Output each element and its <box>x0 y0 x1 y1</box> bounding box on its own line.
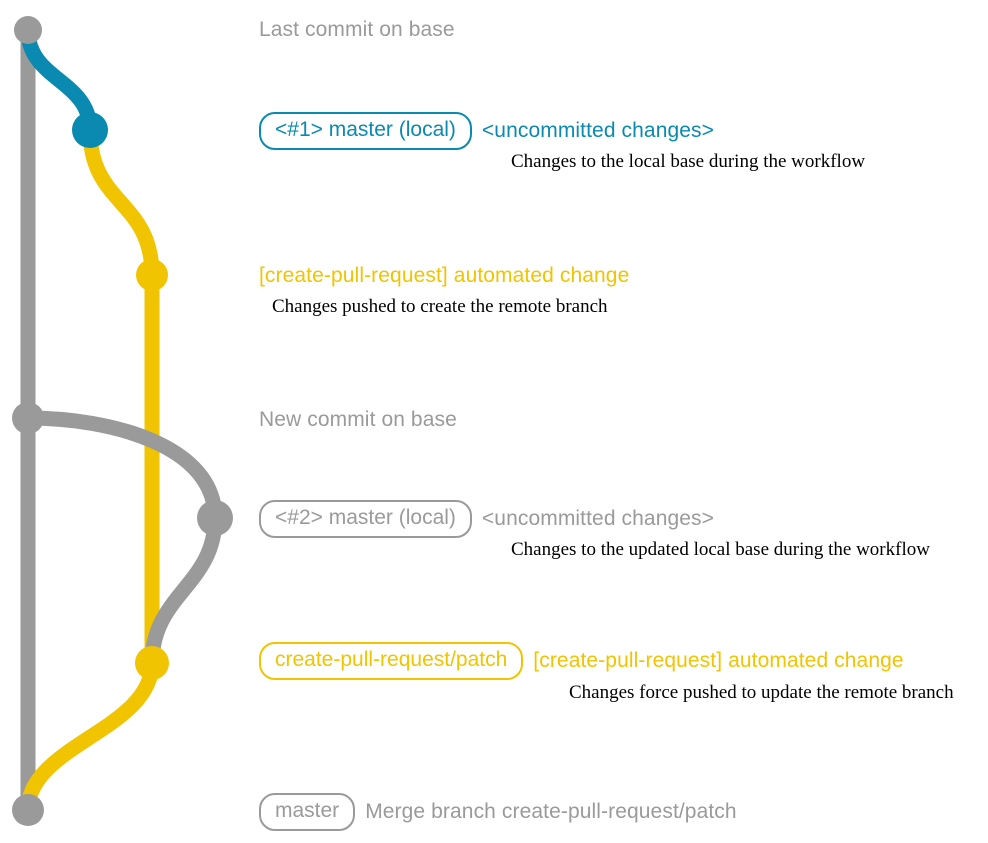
branch-badge-master[interactable]: master <box>259 793 356 831</box>
entry-automated-change-2: create-pull-request/patch [create-pull-r… <box>259 642 904 680</box>
commit-node-local-1 <box>72 112 108 148</box>
entry-uncommitted-changes-1: <#1> master (local) <uncommitted changes… <box>259 112 714 150</box>
commit-label-uncommitted-changes-2: <uncommitted changes> <box>481 507 714 530</box>
commit-label-last-commit-on-base: Last commit on base <box>259 18 455 41</box>
commit-description-automated-change-1: Changes pushed to create the remote bran… <box>272 296 608 317</box>
commit-label-uncommitted-changes-1: <uncommitted changes> <box>481 119 714 142</box>
commit-node-remote-update <box>135 646 169 680</box>
commit-label-new-commit-on-base: New commit on base <box>259 408 457 431</box>
commit-description-uncommitted-changes-1: Changes to the local base during the wor… <box>511 151 866 172</box>
commit-node-base-new <box>12 402 44 434</box>
branch-badge-master-local-2[interactable]: <#2> master (local) <box>259 500 472 538</box>
commit-label-automated-change-1: [create-pull-request] automated change <box>259 264 630 287</box>
entry-merge-branch: master Merge branch create-pull-request/… <box>259 793 737 831</box>
branch-badge-create-pull-request-patch[interactable]: create-pull-request/patch <box>259 642 524 680</box>
commit-description-uncommitted-changes-2: Changes to the updated local base during… <box>511 539 930 560</box>
commit-node-base-last <box>14 16 42 44</box>
commit-label-merge-branch: Merge branch create-pull-request/patch <box>365 800 737 823</box>
gray-branch-2-line <box>20 410 223 671</box>
entry-uncommitted-changes-2: <#2> master (local) <uncommitted changes… <box>259 500 714 538</box>
commit-label-automated-change-2: [create-pull-request] automated change <box>533 649 904 672</box>
commit-node-local-2 <box>197 500 233 536</box>
branch-badge-master-local-1[interactable]: <#1> master (local) <box>259 112 472 150</box>
commit-node-remote-create <box>136 259 168 291</box>
commit-node-base-merge <box>12 794 44 826</box>
yellow-branch-line <box>20 122 160 818</box>
commit-description-automated-change-2: Changes force pushed to update the remot… <box>569 682 954 703</box>
